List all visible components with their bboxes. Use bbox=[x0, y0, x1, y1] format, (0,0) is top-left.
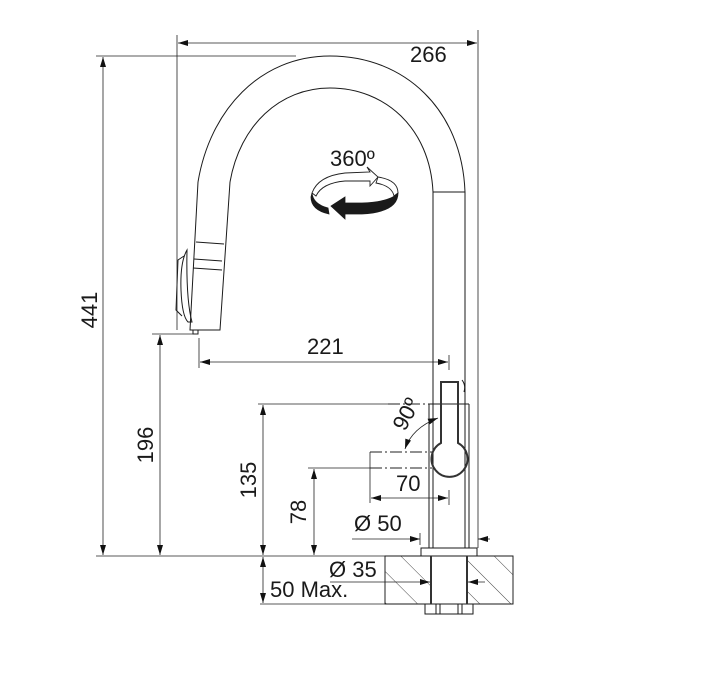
dimension-lever-pivot-height: 78 bbox=[286, 467, 432, 555]
label-diameter-35: Ø 35 bbox=[329, 557, 377, 582]
faucet-body bbox=[175, 55, 478, 557]
label-360-degrees: 360º bbox=[330, 146, 375, 171]
spout-outer-edge bbox=[197, 55, 466, 548]
dimension-body-diameter: Ø 50 bbox=[352, 511, 490, 545]
dimension-outlet-height: 196 bbox=[133, 333, 198, 555]
rotation-arrow-icon: 360º bbox=[310, 146, 399, 220]
label-221: 221 bbox=[307, 334, 344, 359]
mounting-nut bbox=[424, 604, 474, 615]
label-266: 266 bbox=[410, 42, 447, 67]
spray-button bbox=[180, 248, 193, 323]
dimension-total-height: 441 bbox=[77, 55, 385, 557]
spout-inner-edge bbox=[229, 87, 434, 548]
spray-head bbox=[189, 181, 231, 331]
label-441: 441 bbox=[77, 292, 102, 329]
label-50-max: 50 Max. bbox=[270, 577, 348, 602]
dimension-spout-reach-outlet: 221 bbox=[198, 334, 450, 370]
lever-handle bbox=[430, 381, 469, 478]
dimension-spout-reach-total: 266 bbox=[176, 30, 479, 548]
label-78: 78 bbox=[286, 500, 311, 524]
label-70: 70 bbox=[396, 471, 420, 496]
base-flange bbox=[420, 547, 478, 557]
label-135: 135 bbox=[236, 462, 261, 499]
dimension-deck-thickness: 50 Max. bbox=[260, 557, 385, 605]
dimension-lever-top-height: 135 bbox=[236, 403, 430, 555]
countertop-section bbox=[384, 555, 514, 615]
label-196: 196 bbox=[133, 427, 158, 464]
dimension-lever-rotation: 90º bbox=[387, 394, 439, 450]
label-diameter-50: Ø 50 bbox=[354, 511, 402, 536]
dimension-hole-diameter: Ø 35 bbox=[329, 557, 485, 585]
dimension-lever-reach: 70 bbox=[369, 451, 450, 505]
spray-outlet bbox=[192, 329, 199, 335]
